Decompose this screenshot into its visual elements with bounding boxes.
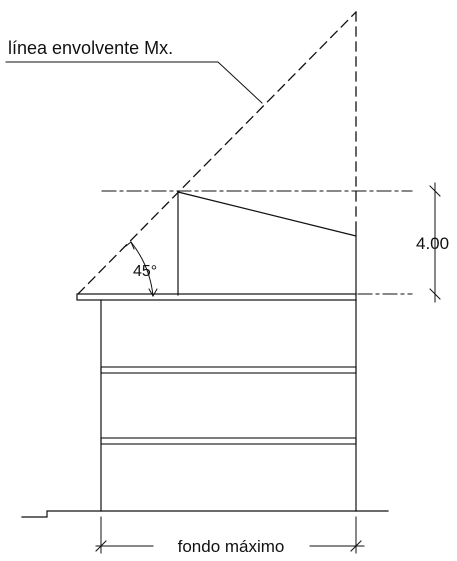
envelope-diagonal-line xyxy=(77,11,357,295)
floor-slab-lower xyxy=(100,437,357,445)
height-dimension-tick-top xyxy=(429,185,441,197)
envelope-line-label: línea envolvente Mx. xyxy=(8,38,173,58)
roof-slab xyxy=(76,293,357,301)
envelope-line-leader xyxy=(5,61,263,104)
angle-label: 45° xyxy=(133,263,157,280)
angle-arc xyxy=(130,241,154,297)
floor-slab-upper xyxy=(100,366,357,374)
angle-arrow-top xyxy=(125,241,135,250)
roof-volume-slope xyxy=(177,191,357,237)
ground-line xyxy=(21,510,389,518)
depth-dimension-tick-left xyxy=(95,540,107,552)
depth-dimension-tick-right xyxy=(350,540,362,552)
angle-arrow-bottom xyxy=(148,288,158,298)
height-dimension-label: 4.00 xyxy=(416,234,449,253)
max-depth-label: fondo máximo xyxy=(178,537,285,556)
height-dimension-tick-bottom xyxy=(429,288,441,300)
